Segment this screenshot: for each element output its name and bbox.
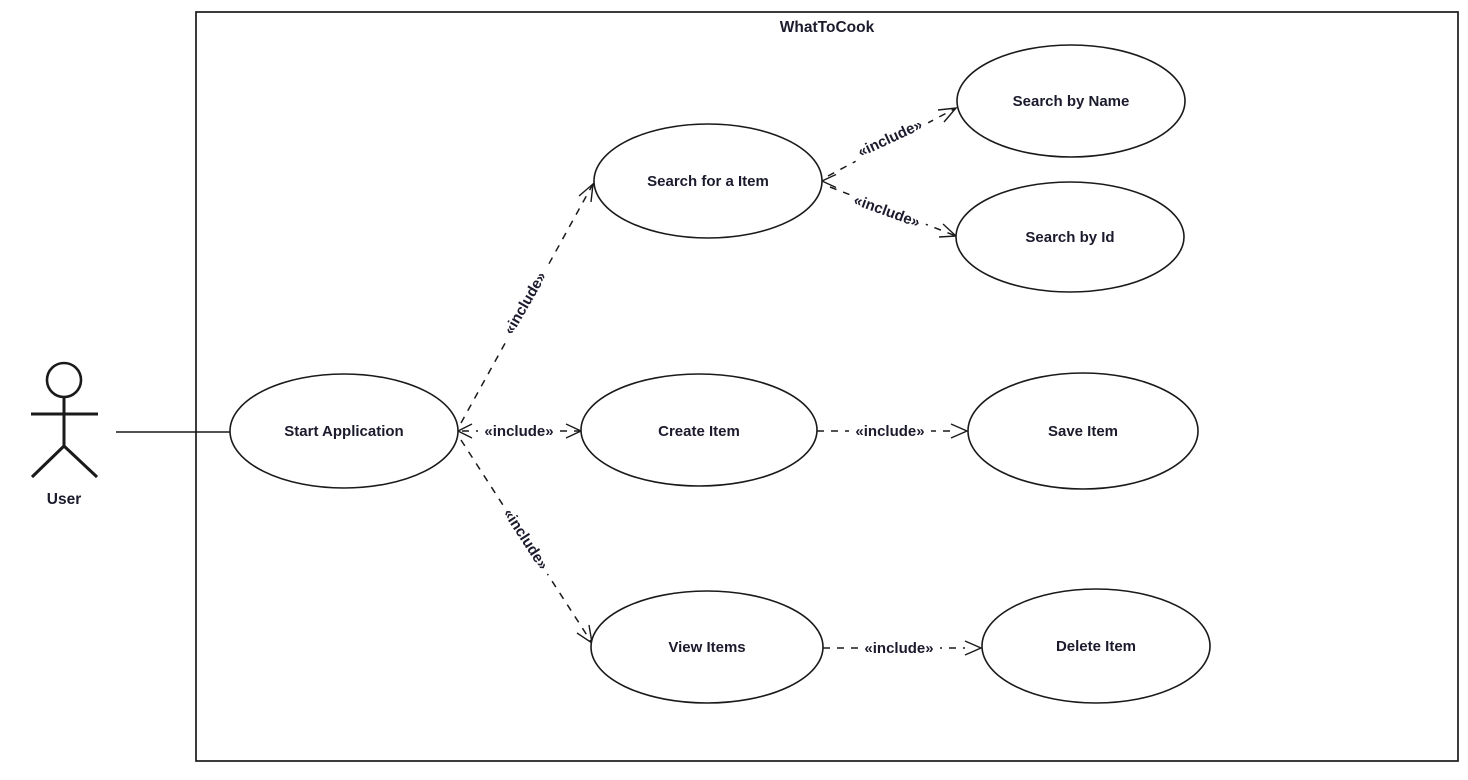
usecase-create-item: Create Item xyxy=(580,373,818,487)
usecase-ellipse xyxy=(967,372,1199,490)
usecase-ellipse xyxy=(955,181,1185,293)
edge-line xyxy=(460,183,594,424)
edge-label-background xyxy=(845,189,929,234)
arrowhead-icon xyxy=(937,107,958,123)
usecase-search-by-name: Search by Name xyxy=(956,44,1186,158)
actor-label: User xyxy=(47,491,81,508)
actor-right-leg-icon xyxy=(62,444,99,479)
usecase-ellipse xyxy=(981,588,1211,704)
usecase-search-by-id: Search by Id xyxy=(955,181,1185,293)
edge-label: «include» xyxy=(864,640,933,657)
edge-label-background xyxy=(497,263,554,344)
arrowhead-icon xyxy=(964,640,983,656)
usecase-label: Start Application xyxy=(284,423,403,440)
edge-label: «include» xyxy=(855,423,924,440)
usecase-label: Search by Name xyxy=(1013,93,1130,110)
usecase-view-items: View Items xyxy=(590,590,824,704)
edge-line xyxy=(829,186,957,237)
usecase-ellipse xyxy=(229,373,459,489)
usecase-ellipse xyxy=(593,123,823,239)
usecase-delete-item: Delete Item xyxy=(981,588,1211,704)
include-edge-create-to-save: «include» xyxy=(817,422,969,440)
usecase-label: Save Item xyxy=(1048,423,1118,440)
arrowhead-icon xyxy=(578,182,594,203)
edge-label-background xyxy=(496,500,556,579)
edge-label-background xyxy=(849,422,931,439)
system-title: WhatToCook xyxy=(780,19,875,36)
edge-line xyxy=(460,439,593,644)
actor-left-leg-icon xyxy=(30,444,66,479)
include-edge-start-to-create: «include» xyxy=(456,422,583,440)
edge-label-background xyxy=(849,113,931,164)
usecase-search-for-a-item: Search for a Item xyxy=(593,123,823,239)
usecase-label: View Items xyxy=(668,639,745,656)
edge-label-background xyxy=(858,639,940,656)
usecase-label: Search by Id xyxy=(1025,229,1114,246)
edge-label: «include» xyxy=(484,423,553,440)
usecase-label: Create Item xyxy=(658,423,740,440)
usecase-save-item: Save Item xyxy=(967,372,1199,490)
usecase-label: Search for a Item xyxy=(647,173,769,190)
usecase-ellipse xyxy=(580,373,818,487)
edge-label-background xyxy=(478,422,560,439)
usecase-start-application: Start Application xyxy=(229,373,459,489)
usecase-ellipse xyxy=(590,590,824,704)
actor-head-icon xyxy=(45,361,83,399)
usecase-label: Delete Item xyxy=(1056,638,1136,655)
usecase-ellipse xyxy=(956,44,1186,158)
actor-user: User xyxy=(30,361,99,508)
include-edge-view-to-delete: «include» xyxy=(823,639,983,657)
arrowhead-icon xyxy=(950,423,969,439)
